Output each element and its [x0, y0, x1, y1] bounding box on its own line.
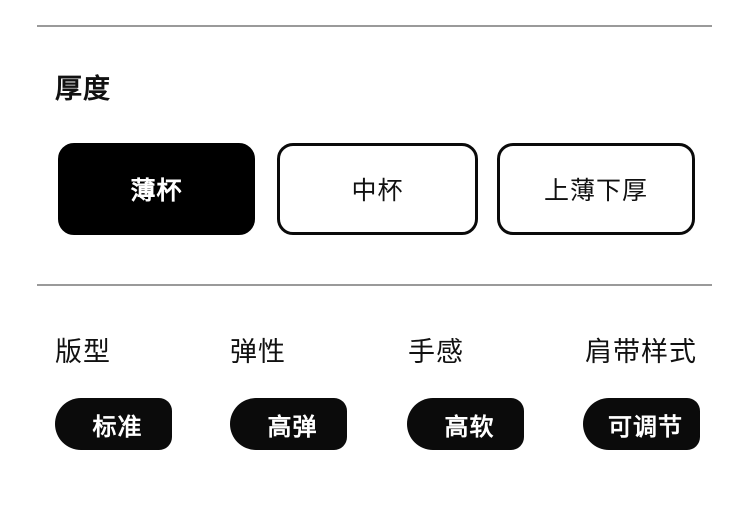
thickness-option-label: 中杯: [351, 177, 404, 205]
thickness-option-label: 薄杯: [130, 177, 183, 205]
thickness-section-title: 厚度: [55, 74, 111, 104]
thickness-option-medium-cup[interactable]: 中杯: [277, 143, 478, 235]
thickness-option-label: 上薄下厚: [543, 177, 648, 205]
attribute-chip-adjustable[interactable]: 可调节: [583, 398, 700, 450]
thickness-option-thin-top-thick-bottom[interactable]: 上薄下厚: [497, 143, 695, 235]
top-divider: [37, 25, 712, 27]
attribute-chip-label: 高软: [444, 413, 495, 441]
attribute-label-strap-style: 肩带样式: [585, 337, 697, 367]
attribute-label-feel: 手感: [408, 337, 464, 367]
attribute-chip-label: 高弹: [267, 413, 318, 441]
attribute-label-cut: 版型: [55, 337, 111, 367]
attribute-label-elasticity: 弹性: [230, 337, 286, 367]
attribute-chip-high-elastic[interactable]: 高弹: [230, 398, 347, 450]
attribute-chip-label: 可调节: [608, 413, 683, 441]
thickness-option-thin-cup[interactable]: 薄杯: [58, 143, 255, 235]
attribute-chip-standard[interactable]: 标准: [55, 398, 172, 450]
section-divider: [37, 284, 712, 286]
attribute-chip-label: 标准: [92, 413, 143, 441]
attribute-chip-high-soft[interactable]: 高软: [407, 398, 524, 450]
